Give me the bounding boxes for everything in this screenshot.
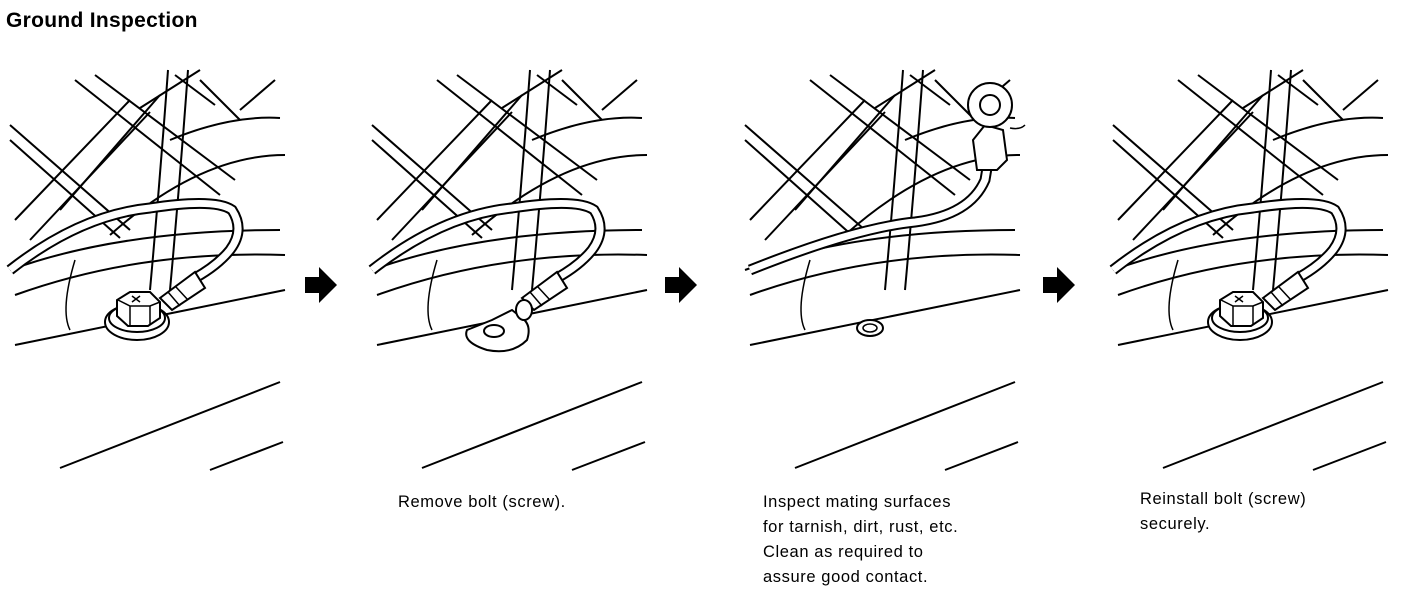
step-initial-panel [10, 69, 286, 471]
ring-terminal-icon [465, 299, 533, 353]
caption-line: Clean as required to [763, 543, 924, 561]
step-inspect-panel [744, 69, 1026, 471]
bolt-icon [104, 291, 170, 341]
step-remove-caption: Remove bolt (screw). [398, 490, 566, 515]
arrow-right-icon [1043, 267, 1075, 303]
step-remove-panel [372, 69, 648, 471]
step-reinstall-panel [1113, 69, 1389, 471]
caption-line: Remove bolt (screw). [398, 493, 566, 511]
arrow-right-icon [305, 267, 337, 303]
step-reinstall-caption: Reinstall bolt (screw) securely. [1140, 487, 1306, 537]
caption-line: Reinstall bolt (screw) [1140, 490, 1307, 508]
step-inspect-caption: Inspect mating surfaces for tarnish, dir… [763, 490, 958, 590]
caption-line: securely. [1140, 515, 1211, 533]
bolt-icon [1207, 291, 1273, 341]
arrow-right-icon [665, 267, 697, 303]
caption-line: for tarnish, dirt, rust, etc. [763, 518, 959, 536]
ring-terminal-icon [967, 82, 1026, 171]
caption-line: Inspect mating surfaces [763, 493, 952, 511]
mounting-hole-icon [856, 319, 884, 337]
diagram-title: Ground Inspection [6, 9, 198, 32]
caption-line: assure good contact. [763, 568, 929, 586]
